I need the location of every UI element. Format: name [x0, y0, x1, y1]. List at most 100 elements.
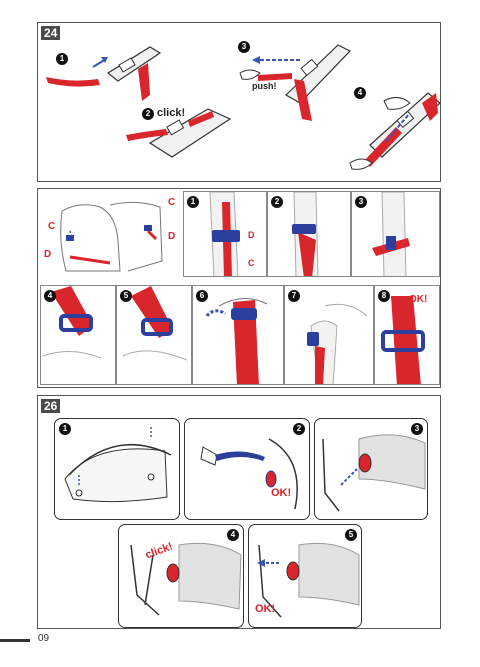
step-4-number: 4 — [354, 87, 366, 99]
step-25-3-illustration — [372, 192, 410, 276]
hook-icon — [358, 453, 372, 473]
step-number: 1 — [59, 423, 71, 435]
step-3-number: 3 — [238, 41, 250, 53]
label-c: C — [248, 258, 255, 268]
seat-overview-illustration — [60, 201, 163, 272]
step-26-4-illustration — [130, 542, 242, 616]
red-strap — [422, 93, 438, 121]
buckle-icon — [381, 330, 425, 352]
step-26-4-cell: 4 click! — [118, 524, 244, 628]
buckle-icon — [307, 332, 319, 346]
page-number: 09 — [38, 633, 50, 644]
red-strap — [258, 73, 292, 81]
step-number: 6 — [196, 290, 208, 302]
rotate-arrow-icon — [205, 309, 227, 317]
section-24-badge: 24 — [41, 26, 61, 40]
padded-strap-cover — [148, 108, 232, 158]
red-strap — [46, 77, 100, 87]
arrow-head-icon — [252, 56, 260, 64]
buckle-icon — [144, 225, 152, 231]
red-strap — [315, 346, 325, 384]
ok-label: OK! — [271, 487, 292, 499]
blue-tab — [215, 451, 265, 461]
step-number: 4 — [44, 290, 56, 302]
stroller-frame-outline — [130, 544, 160, 616]
hook-outline — [75, 489, 83, 497]
step-25-3-cell: 3 — [351, 191, 440, 277]
step-25-1-cell: 1 D C — [183, 191, 267, 277]
hand-outline — [324, 303, 368, 317]
step-1-illustration — [46, 46, 162, 101]
footer-divider — [0, 639, 30, 642]
step-number: 3 — [355, 196, 367, 208]
red-strap — [298, 232, 316, 276]
red-strap — [69, 255, 111, 265]
carrycot-frame-outline — [268, 438, 298, 510]
label-d: D — [248, 230, 255, 240]
seat-back-outline — [60, 204, 121, 272]
hand-outline — [122, 350, 188, 361]
step-number: 8 — [378, 290, 390, 302]
step-number: 5 — [120, 290, 132, 302]
step-25-2-illustration — [292, 192, 319, 276]
click-label: click! — [157, 107, 186, 119]
red-strap — [188, 111, 214, 127]
buckle-icon — [200, 446, 218, 466]
hand-outline — [42, 351, 102, 359]
step-25-6-cell: 6 — [192, 285, 284, 385]
step-26-2-illustration — [200, 438, 298, 510]
step-25-5-illustration — [122, 286, 188, 361]
step-number: 7 — [288, 290, 300, 302]
dashed-arrow-icon — [340, 468, 358, 486]
red-strap — [364, 127, 402, 167]
hand-icon — [239, 69, 261, 80]
red-strap — [146, 229, 158, 241]
hook-icon — [166, 563, 180, 583]
hook-outline — [147, 473, 155, 481]
red-strap — [126, 129, 168, 141]
carrycot-handle — [68, 443, 172, 476]
step-25-1-illustration — [209, 192, 240, 276]
carrycot-fabric — [358, 434, 426, 490]
strap-loop — [218, 298, 268, 307]
step-25-6-illustration — [205, 298, 268, 384]
step-26-2-cell: 2 OK! — [184, 418, 310, 520]
buckle-icon — [212, 230, 240, 242]
carrycot-fabric — [178, 542, 242, 610]
step-2-illustration — [126, 108, 232, 158]
section-25-panel: 25 C C D D 1 D C 2 — [37, 188, 441, 388]
dashed-arrow-icon — [385, 112, 411, 142]
buckle-icon — [300, 58, 319, 77]
ok-label: OK! — [255, 603, 276, 615]
step-3-illustration — [239, 44, 351, 121]
step-26-5-illustration — [257, 542, 360, 618]
overview-cell: C C D D — [40, 191, 182, 277]
step-25-7-cell: 7 — [284, 285, 374, 385]
step-number: 1 — [187, 196, 199, 208]
buckle-icon — [59, 314, 93, 332]
buckle-icon — [231, 308, 257, 320]
section-26-panel: 26 1 2 OK! 3 — [37, 395, 441, 629]
section-24-panel: 24 1 2 click! 3 push! 4 — [37, 22, 441, 182]
step-26-1-illustration — [64, 427, 172, 503]
step-25-7-illustration — [307, 303, 368, 384]
step-25-8-cell: 8 OK! — [374, 285, 440, 385]
seat-frame-outline — [109, 201, 163, 272]
buckle-icon — [292, 224, 316, 234]
release-button-icon — [265, 470, 277, 488]
label-c: C — [48, 221, 56, 232]
buckle-icon — [141, 318, 173, 336]
step-26-5-cell: 5 OK! — [248, 524, 362, 628]
dashed-arrow-icon — [69, 230, 75, 242]
carrycot-outline — [64, 448, 168, 503]
step-number: 4 — [227, 529, 239, 541]
step-25-2-cell: 2 — [267, 191, 351, 277]
buckle-icon — [396, 110, 415, 129]
step-26-3-cell: 3 — [314, 418, 428, 520]
stroller-frame-outline — [144, 554, 154, 606]
stroller-frame-outline — [322, 438, 340, 512]
step-26-1-cell: 1 — [54, 418, 180, 520]
hand-icon — [383, 97, 411, 110]
step-26-3-illustration — [322, 434, 426, 512]
arrow-head-icon — [257, 559, 265, 567]
